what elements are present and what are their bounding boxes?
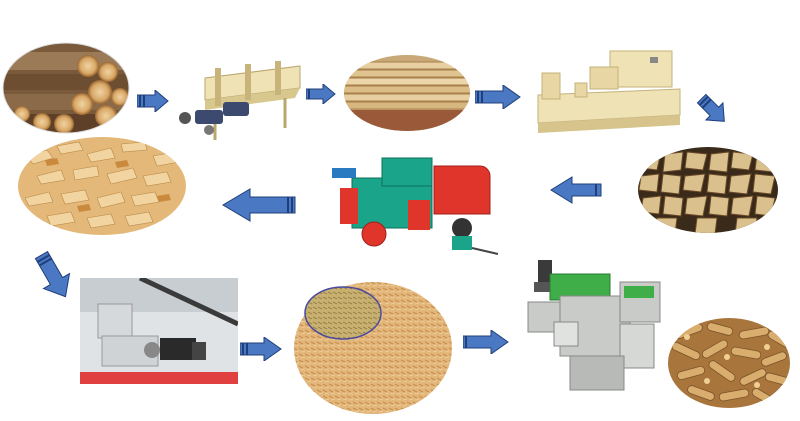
flow-arrow-right [240, 337, 282, 361]
debarking-machine-image [175, 58, 305, 146]
flow-arrow-right [137, 90, 169, 112]
sawdust-image [293, 281, 453, 415]
pellet-mill-image [520, 252, 670, 400]
flow-arrow-left [550, 176, 602, 204]
drum-chipper-image [322, 148, 502, 258]
flow-arrow-left [222, 188, 296, 222]
wood-chips-image [17, 136, 187, 236]
log-splitter-image [530, 45, 690, 135]
log-pile-image [2, 42, 130, 134]
split-wood-image [637, 146, 779, 234]
flow-arrow-right [475, 85, 521, 109]
flow-arrow-down-right [30, 244, 76, 306]
hammer-mill-image [80, 278, 238, 384]
flow-arrow-down-right [695, 92, 731, 128]
flow-arrow-right [463, 330, 509, 354]
wood-pellets-image [667, 317, 792, 409]
flow-arrow-right [306, 84, 336, 104]
debarked-logs-image [343, 54, 471, 132]
